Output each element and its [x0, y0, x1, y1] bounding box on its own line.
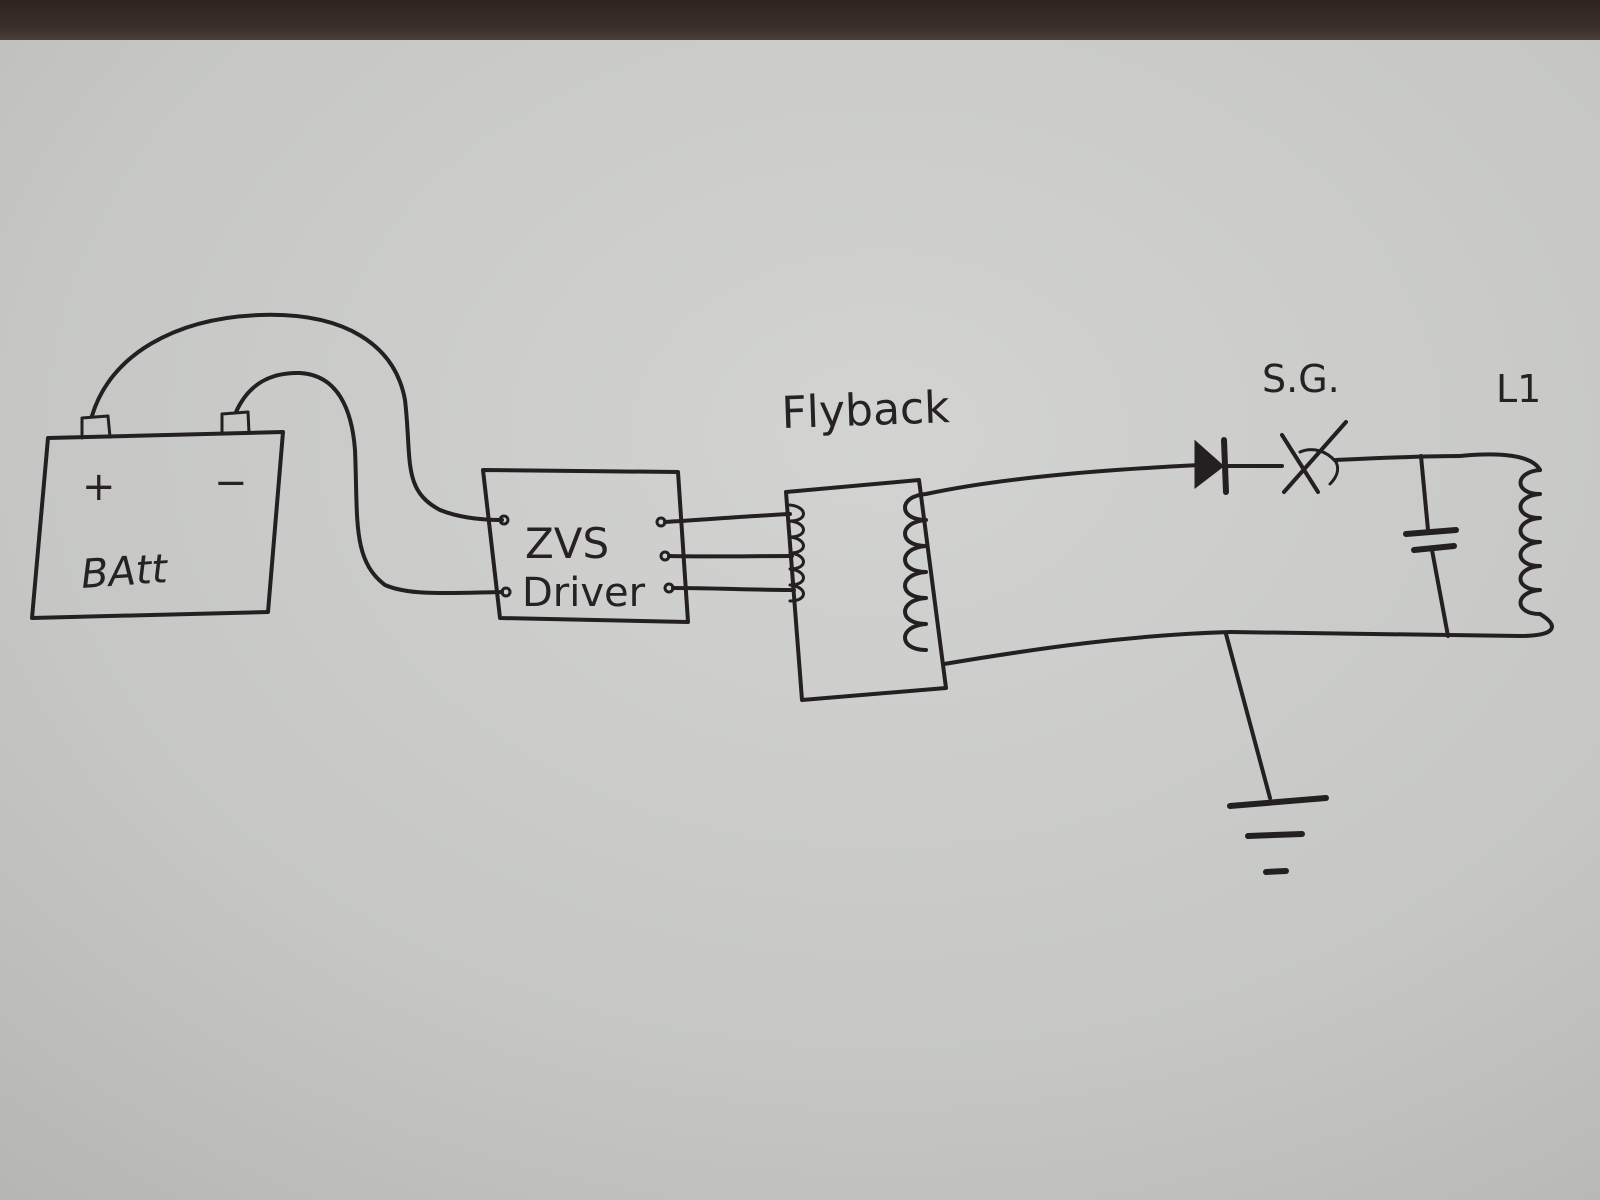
battery-positive-terminal [80, 414, 112, 440]
battery-body [30, 430, 285, 620]
battery-negative-terminal [220, 410, 251, 436]
coil-label: L1 [1496, 367, 1541, 411]
driver-label-line1: ZVS [525, 519, 609, 568]
flyback-label: Flyback [781, 382, 951, 439]
battery-minus-label: − [214, 460, 248, 506]
hv-bottom-wire [942, 630, 1232, 666]
coil-bottom-lead [1228, 612, 1554, 638]
negative-lead-wire [234, 370, 504, 596]
primary-wire-1 [663, 512, 792, 524]
ground-line-middle [1245, 831, 1305, 839]
coil-top-lead [1458, 452, 1542, 472]
spark-gap: S.G. [1262, 357, 1348, 494]
secondary-winding [903, 492, 928, 652]
ground-line-top [1227, 795, 1329, 809]
driver-input-terminal-1 [498, 514, 510, 526]
diode [1194, 437, 1229, 495]
spark-gap-left-electrode [1280, 433, 1320, 494]
battery: + − BAtt [30, 410, 285, 620]
capacitor-plate-bottom [1411, 543, 1457, 553]
spark-gap-to-tank-wire [1334, 454, 1462, 462]
ground [1224, 632, 1329, 875]
hv-top-wire [924, 463, 1202, 496]
positive-lead-wire [90, 312, 504, 522]
primary-wire-3 [671, 586, 796, 592]
l1-coil: L1 [1228, 367, 1554, 638]
diode-symbol [1194, 439, 1225, 490]
flyback-core [784, 478, 948, 702]
battery-plus-label: + [82, 464, 116, 510]
desk-edge [0, 0, 1600, 40]
primary-winding [788, 503, 805, 603]
zvs-driver: ZVS Driver [481, 468, 690, 624]
coil-winding [1518, 468, 1542, 616]
spark-gap-label: S.G. [1262, 357, 1340, 401]
driver-input-terminal-2 [500, 586, 512, 598]
ground-line-bottom [1263, 868, 1289, 875]
driver-label-line2: Driver [522, 570, 646, 616]
capacitor-top-lead [1419, 454, 1430, 532]
spark-gap-right-electrode [1282, 420, 1348, 494]
flyback-transformer: Flyback [781, 382, 951, 702]
capacitor-plate-top [1403, 527, 1459, 537]
capacitor-bottom-lead [1430, 548, 1450, 638]
spark-gap-arc [1298, 448, 1340, 486]
battery-label: BAtt [79, 546, 169, 598]
ground-wire [1224, 632, 1272, 800]
tank-capacitor [1403, 454, 1459, 638]
driver-box [481, 468, 690, 624]
